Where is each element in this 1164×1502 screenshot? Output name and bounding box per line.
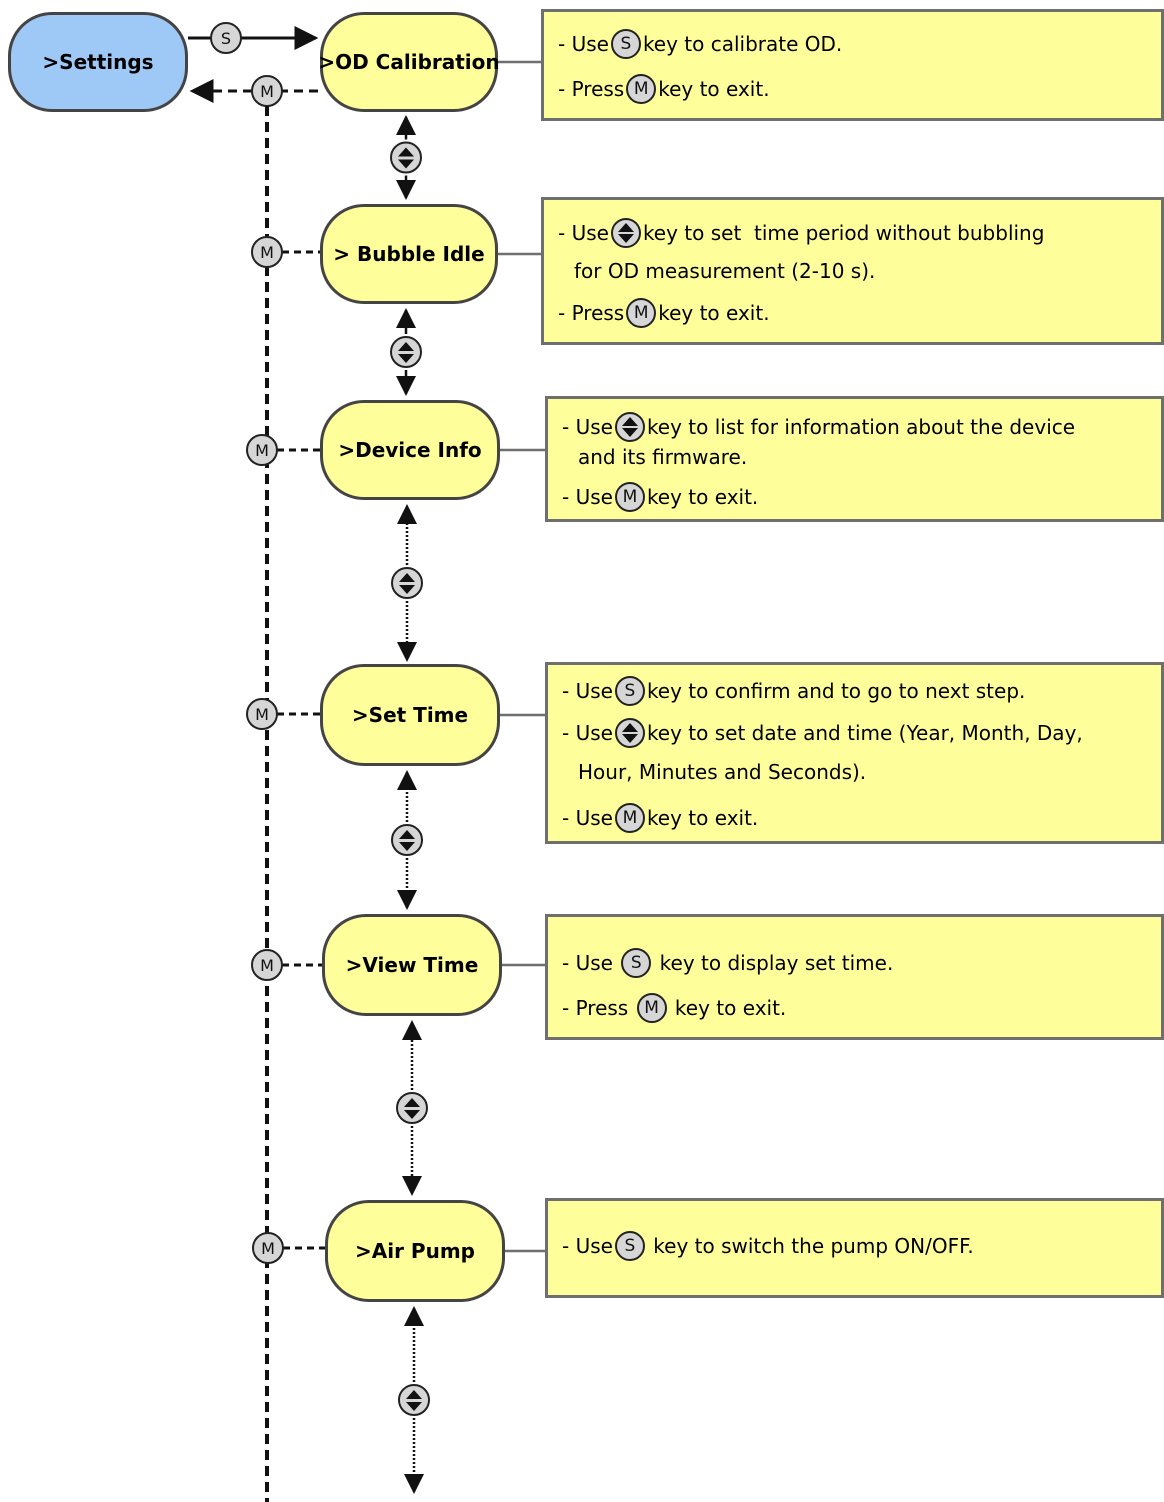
- note-text: key to set time period without bubbling: [642, 221, 1045, 245]
- key-letter: M: [255, 441, 269, 460]
- note-text: - Use: [562, 806, 613, 830]
- note-text: key to switch the pump ON/OFF.: [646, 1234, 974, 1258]
- menu-node-label: >Air Pump: [355, 1239, 475, 1263]
- key-letter: M: [261, 1239, 275, 1258]
- m-key-icon: M: [626, 74, 657, 104]
- up-down-key-icon: [390, 336, 422, 368]
- key-letter: M: [260, 243, 274, 262]
- menu-node-3: >Set Time: [320, 664, 500, 766]
- instruction-note-4: - Use S key to display set time. - Press …: [545, 914, 1164, 1040]
- s-key-icon: S: [610, 29, 641, 59]
- menu-node-5: >Air Pump: [325, 1200, 505, 1302]
- note-text: key to calibrate OD.: [642, 32, 843, 56]
- note-line: Hour, Minutes and Seconds).: [578, 757, 866, 787]
- up-down-key-icon: [396, 1092, 428, 1124]
- instruction-note-1: - Use key to set time period without bubb…: [541, 197, 1164, 345]
- m-key-icon: M: [626, 298, 657, 328]
- note-text: - Use: [562, 679, 613, 703]
- menu-node-label: >OD Calibration: [318, 50, 500, 74]
- menu-node-label: >View Time: [345, 953, 479, 977]
- note-text: key to confirm and to go to next step.: [646, 679, 1026, 703]
- key-letter: S: [221, 29, 231, 48]
- s-key-icon: S: [614, 676, 645, 706]
- up-down-key-icon: [614, 412, 645, 442]
- up-down-key-icon: [610, 218, 641, 248]
- m-key-icon: M: [251, 75, 283, 107]
- m-key-icon: M: [252, 1232, 284, 1264]
- note-line: - Use key to set date and time (Year, Mon…: [562, 718, 1083, 748]
- note-line: - Use key to list for information about t…: [562, 412, 1075, 442]
- up-down-key-icon: [391, 567, 423, 599]
- menu-node-2: >Device Info: [320, 400, 500, 500]
- note-text: key to exit.: [646, 806, 759, 830]
- note-line: - Press M key to exit.: [562, 993, 786, 1023]
- menu-node-0: >OD Calibration: [318, 12, 500, 112]
- up-down-key-icon: [398, 1384, 430, 1416]
- menu-node-label: >Device Info: [338, 438, 482, 462]
- menu-node-label: > Bubble Idle: [333, 242, 485, 266]
- settings-menu-node: >Settings: [8, 12, 188, 112]
- note-text: key to exit.: [658, 301, 770, 325]
- key-letter: M: [260, 956, 274, 975]
- note-text: key to set date and time (Year, Month, D…: [646, 721, 1083, 745]
- menu-node-label: >Set Time: [351, 703, 469, 727]
- m-key-icon: M: [636, 993, 667, 1023]
- note-line: for OD measurement (2-10 s).: [574, 256, 875, 286]
- note-text: - Press: [558, 301, 625, 325]
- note-text: key to exit.: [658, 77, 770, 101]
- up-down-key-icon: [390, 141, 422, 174]
- note-line: - Use S key to display set time.: [562, 948, 893, 978]
- note-text: key to exit.: [668, 996, 787, 1020]
- m-key-icon: M: [614, 482, 645, 512]
- note-text: and its firmware.: [578, 445, 748, 469]
- m-key-icon: M: [246, 698, 278, 730]
- up-down-key-icon: [614, 718, 645, 748]
- note-text: - Use: [558, 32, 609, 56]
- settings-node-label: >Settings: [42, 50, 154, 74]
- note-text: - Use: [562, 721, 613, 745]
- note-line: and its firmware.: [578, 442, 747, 472]
- m-key-icon: M: [614, 803, 645, 833]
- note-text: - Use: [562, 415, 613, 439]
- m-key-icon: M: [251, 236, 283, 268]
- note-text: - Use: [562, 485, 613, 509]
- note-text: key to display set time.: [653, 951, 894, 975]
- menu-node-4: >View Time: [322, 914, 502, 1016]
- note-text: - Use: [562, 1234, 613, 1258]
- m-key-icon: M: [251, 949, 283, 981]
- note-line: - Use key to set time period without bubb…: [558, 218, 1044, 248]
- menu-node-1: > Bubble Idle: [320, 204, 498, 304]
- note-text: - Press: [562, 996, 635, 1020]
- s-key-icon: S: [614, 1231, 645, 1261]
- m-key-icon: M: [246, 434, 278, 466]
- up-down-key-icon: [391, 824, 423, 856]
- key-letter: M: [255, 705, 269, 724]
- note-text: key to exit.: [646, 485, 759, 509]
- note-text: - Use: [558, 221, 609, 245]
- s-key-icon: S: [210, 22, 242, 54]
- s-key-icon: S: [621, 948, 652, 978]
- note-text: Hour, Minutes and Seconds).: [578, 760, 867, 784]
- key-letter: M: [260, 82, 274, 101]
- note-text: - Press: [558, 77, 625, 101]
- note-text: for OD measurement (2-10 s).: [574, 259, 876, 283]
- note-text: - Use: [562, 951, 620, 975]
- instruction-note-2: - Use key to list for information about t…: [545, 396, 1164, 522]
- note-text: key to list for information about the de…: [646, 415, 1076, 439]
